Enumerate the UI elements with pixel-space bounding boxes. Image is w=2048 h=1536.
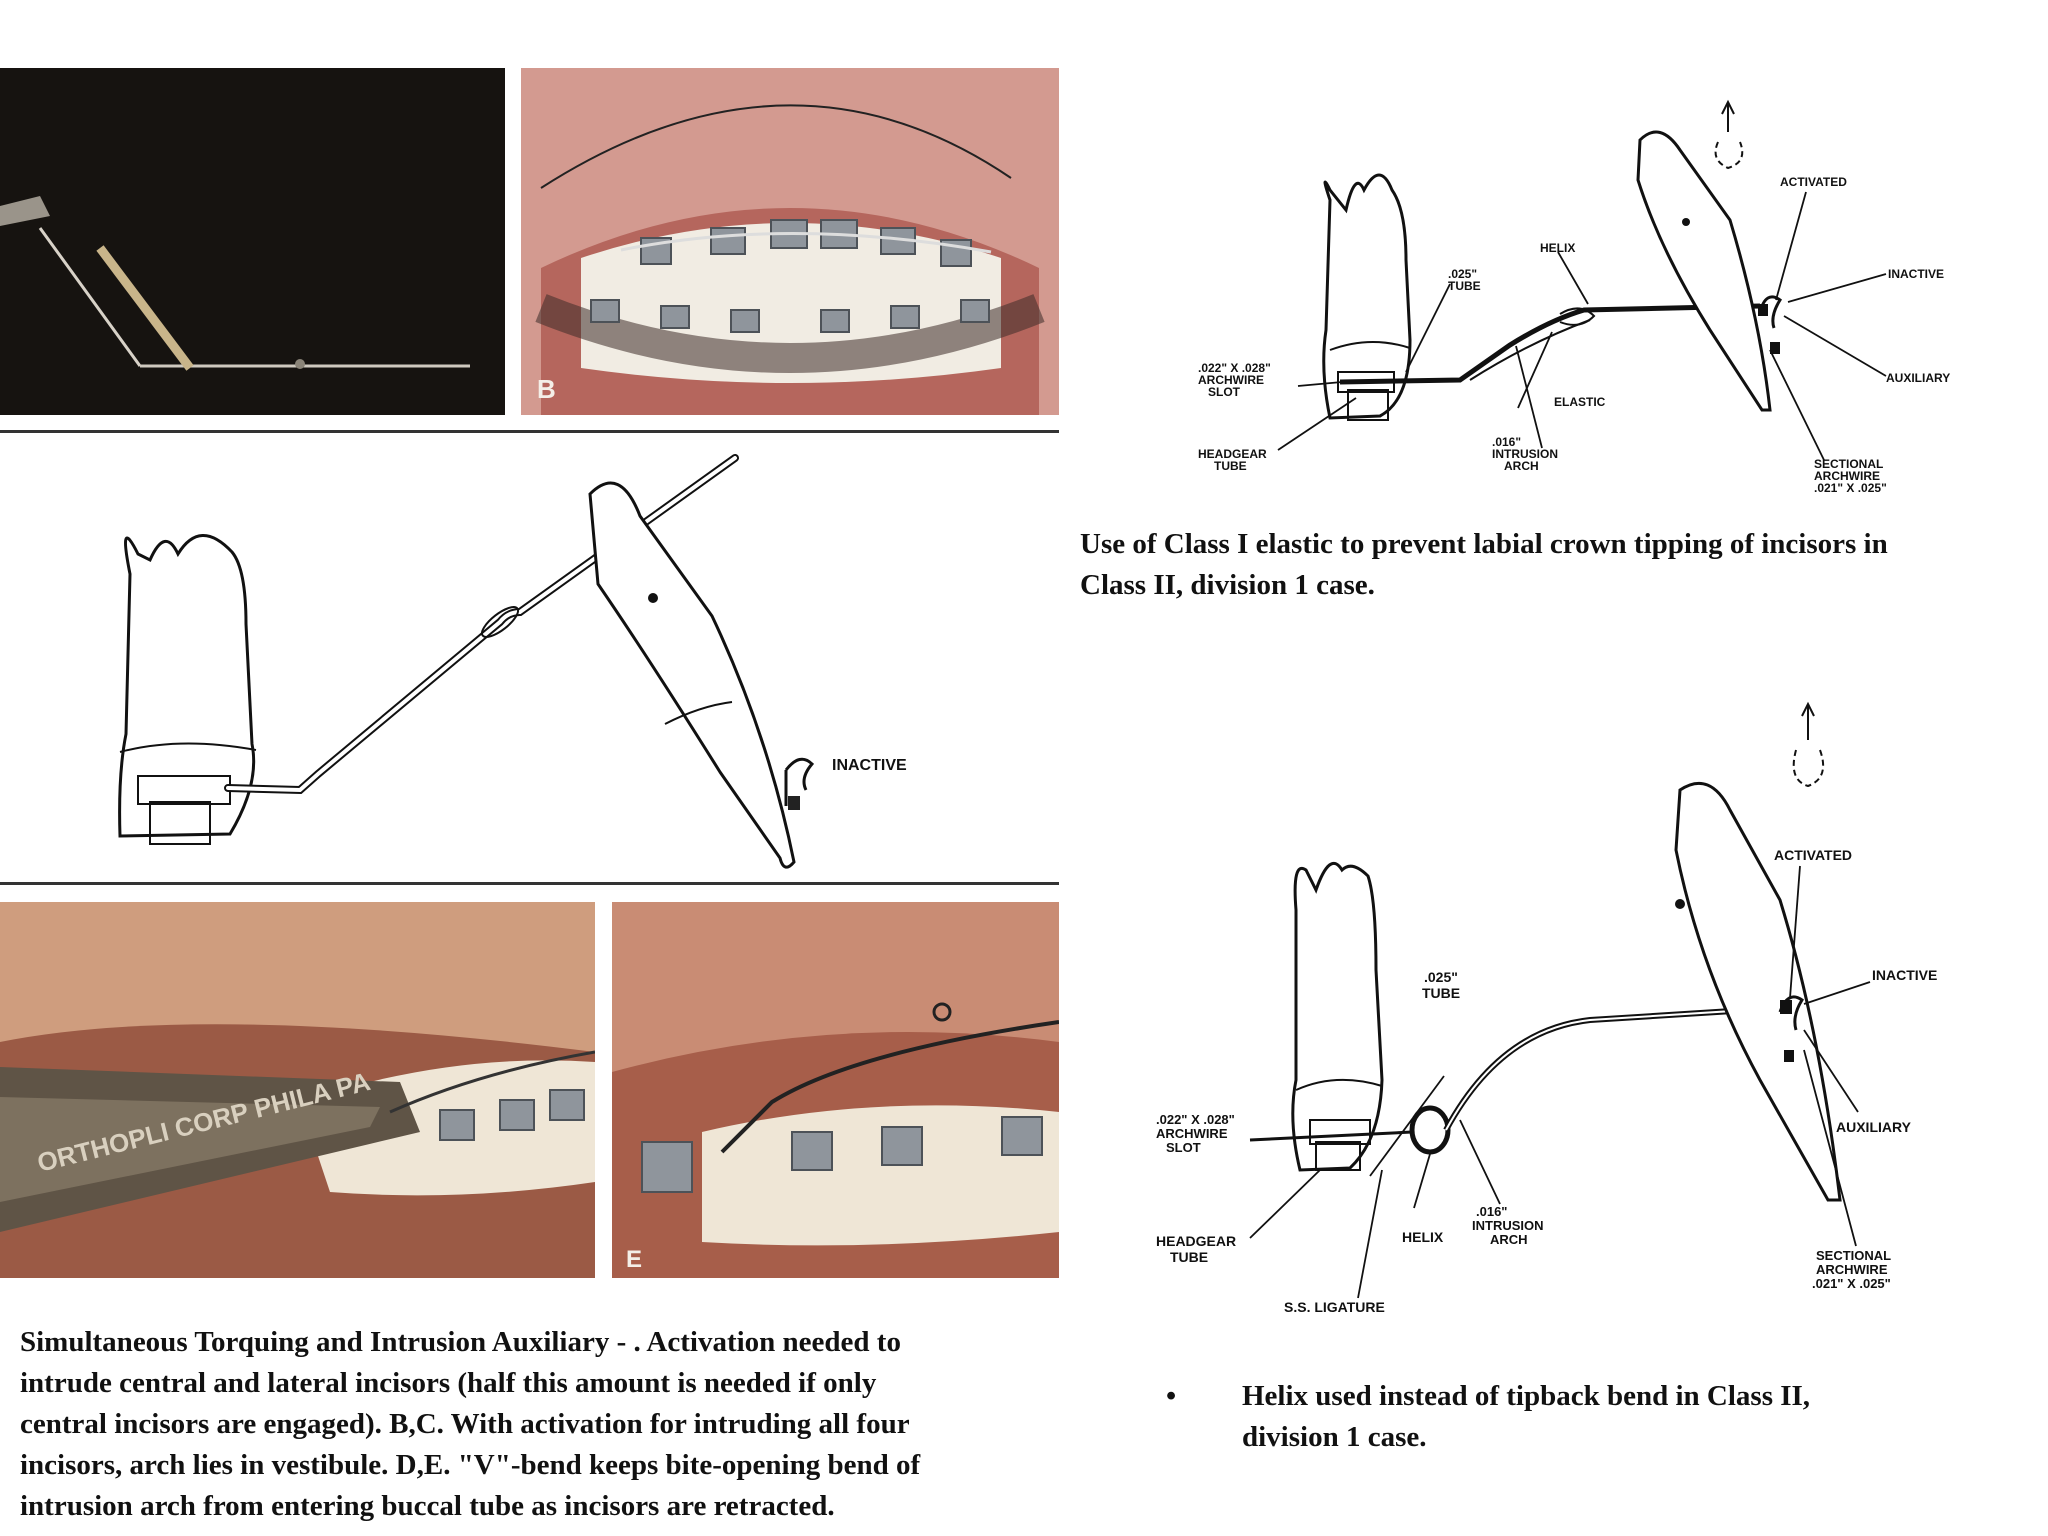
label-sectional-1: SECTIONAL xyxy=(1816,1248,1891,1263)
label-inactive: INACTIVE xyxy=(1888,267,1944,281)
caption-line: Class II, division 1 case. xyxy=(1080,569,1375,601)
caption-line: intrusion arch from entering buccal tube… xyxy=(20,1490,835,1522)
photo-plier-d: ORTHOPLI CORP PHILA PA xyxy=(0,902,595,1278)
label-sectional-2: ARCHWIRE xyxy=(1814,469,1880,483)
label-headgear-2: TUBE xyxy=(1170,1249,1208,1265)
label-headgear-1: HEADGEAR xyxy=(1156,1233,1236,1249)
label-helix: HELIX xyxy=(1402,1229,1444,1245)
incisor-outline xyxy=(588,481,796,869)
label-auxiliary: AUXILIARY xyxy=(1886,371,1950,385)
caption-line: incisors, arch lies in vestibule. D,E. "… xyxy=(20,1449,921,1481)
label-intrusion-1: .016" xyxy=(1476,1204,1507,1219)
label-slot-3: SLOT xyxy=(1208,385,1241,399)
middle-intrusion-diagram: INACTIVE xyxy=(118,454,907,869)
photo-label-b: B xyxy=(537,374,556,404)
label-inactive: INACTIVE xyxy=(1872,967,1937,983)
diagram-helix-tipback: ACTIVATED INACTIVE AUXILIARY SECTIONAL A… xyxy=(1156,701,1937,1315)
bullet-mark: • xyxy=(1166,1380,1177,1412)
caption-line: division 1 case. xyxy=(1242,1421,1427,1453)
label-sectional-3: .021" X .025" xyxy=(1812,1276,1891,1291)
caption-helix-tipback: Helix used instead of tipback bend in Cl… xyxy=(1242,1376,2002,1458)
label-sectional-1: SECTIONAL xyxy=(1814,457,1883,471)
label-tube-2: TUBE xyxy=(1448,279,1481,293)
label-intrusion-3: ARCH xyxy=(1504,459,1539,473)
label-tube-2: TUBE xyxy=(1422,985,1460,1001)
label-sectional-2: ARCHWIRE xyxy=(1816,1262,1888,1277)
label-tube-1: .025" xyxy=(1424,969,1458,985)
caption-line: Use of Class I elastic to prevent labial… xyxy=(1080,528,1888,560)
caption-line: central incisors are engaged). B,C. With… xyxy=(20,1408,910,1440)
label-intrusion-3: ARCH xyxy=(1490,1232,1528,1247)
label-helix: HELIX xyxy=(1540,241,1575,255)
photo-wire-bending xyxy=(0,68,505,415)
caption-line: Simultaneous Torquing and Intrusion Auxi… xyxy=(20,1326,901,1358)
label-slot-1: .022" X .028" xyxy=(1156,1112,1235,1127)
label-sectional-3: .021" X .025" xyxy=(1814,481,1887,495)
label-headgear-2: TUBE xyxy=(1214,459,1247,473)
molar-outline xyxy=(118,534,256,838)
label-ligature: S.S. LIGATURE xyxy=(1284,1299,1385,1315)
caption-line: Helix used instead of tipback bend in Cl… xyxy=(1242,1380,1811,1412)
label-intrusion-2: INTRUSION xyxy=(1472,1218,1544,1233)
photo-upper-arch-b: B xyxy=(521,68,1059,415)
label-slot-1: .022" X .028" xyxy=(1198,361,1271,375)
caption-torquing-auxiliary: Simultaneous Torquing and Intrusion Auxi… xyxy=(20,1322,1080,1527)
photo-buccal-e: E xyxy=(612,902,1059,1278)
label-slot-3: SLOT xyxy=(1166,1140,1201,1155)
label-activated: ACTIVATED xyxy=(1774,847,1852,863)
label-slot-2: ARCHWIRE xyxy=(1198,373,1264,387)
label-activated: ACTIVATED xyxy=(1780,175,1847,189)
caption-line: intrude central and lateral incisors (ha… xyxy=(20,1367,877,1399)
divider-middle xyxy=(0,882,1059,885)
label-elastic: ELASTIC xyxy=(1554,395,1606,409)
label-headgear-1: HEADGEAR xyxy=(1198,447,1267,461)
divider-top xyxy=(0,430,1059,433)
photo-label-e: E xyxy=(626,1246,642,1273)
label-intrusion-2: INTRUSION xyxy=(1492,447,1558,461)
caption-class1-elastic: Use of Class I elastic to prevent labial… xyxy=(1080,524,2040,606)
diagram-class1-elastic: ACTIVATED INACTIVE AUXILIARY HELIX ELAST… xyxy=(1198,99,1950,495)
label-intrusion-1: .016" xyxy=(1492,435,1521,449)
label-tube-1: .025" xyxy=(1448,267,1477,281)
label-auxiliary: AUXILIARY xyxy=(1836,1119,1912,1135)
inactive-label: INACTIVE xyxy=(832,757,907,774)
label-slot-2: ARCHWIRE xyxy=(1156,1126,1228,1141)
